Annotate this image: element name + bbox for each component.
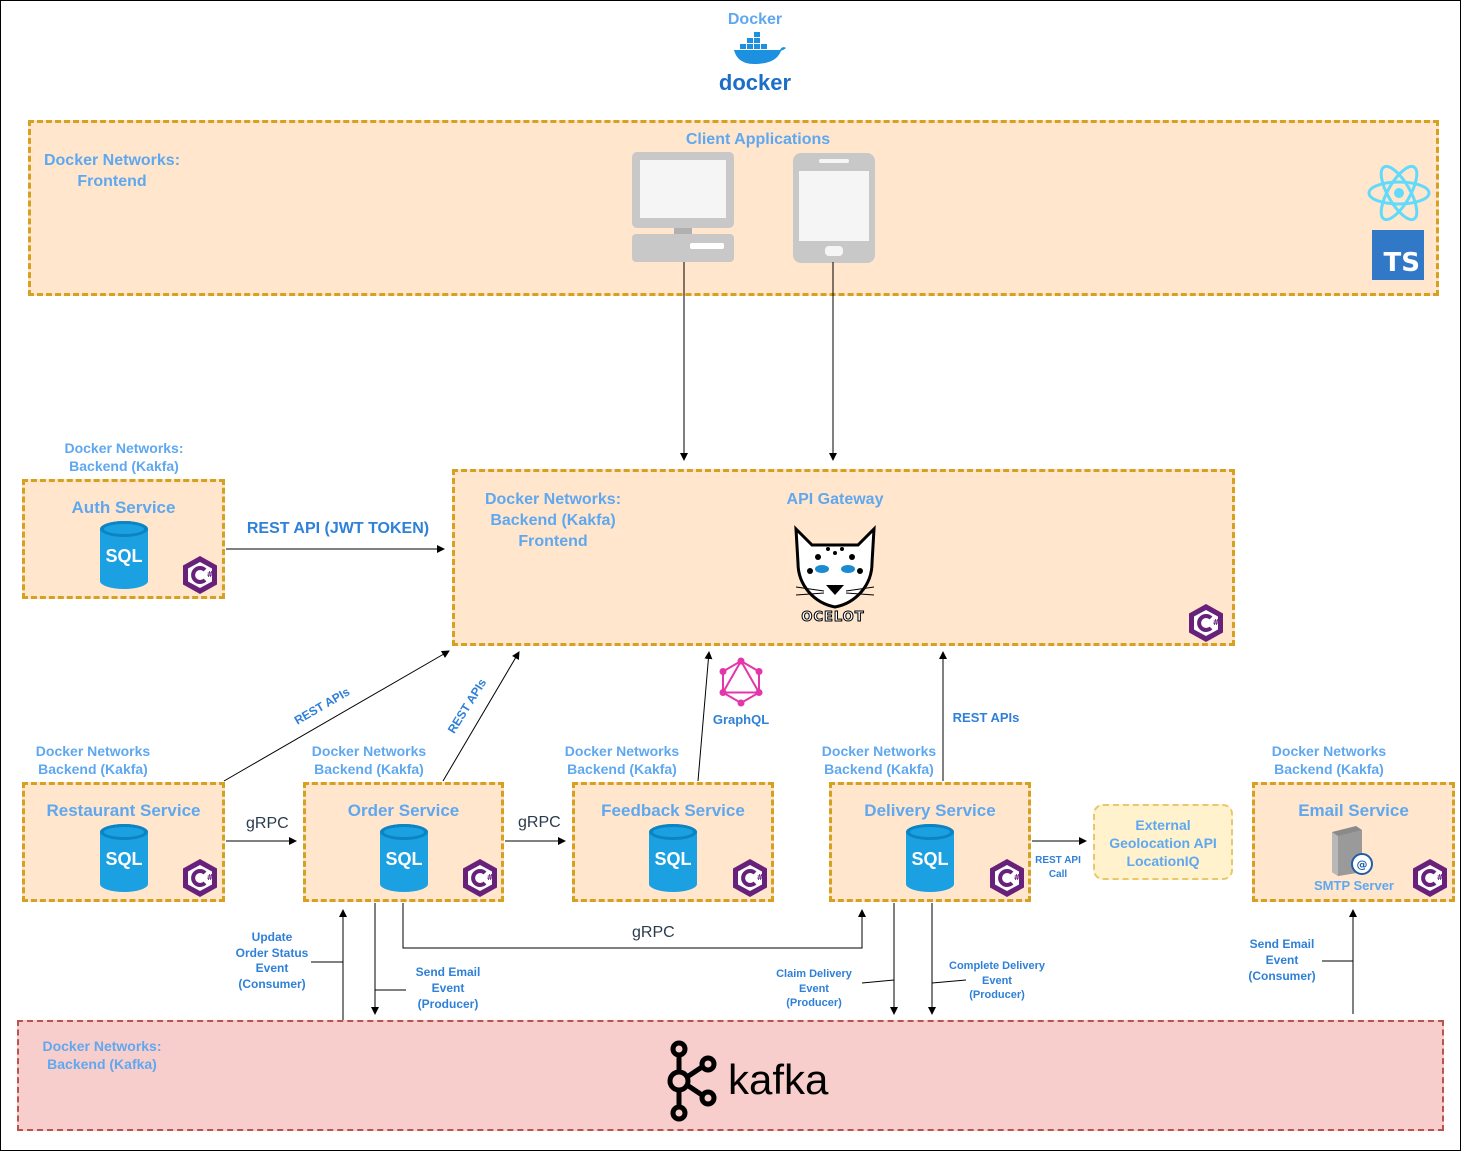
restaurant-service-title: Restaurant Service	[46, 801, 201, 820]
external-geolocation-title: External Geolocation API LocationIQ	[1109, 817, 1217, 869]
feedback-to-gateway-arrow	[697, 651, 713, 782]
kafka-network-label: Docker Networks: Backend (Kafka)	[42, 1038, 162, 1072]
auth-service-title: Auth Service	[71, 498, 176, 517]
restaurant-network-label: Docker Networks Backend (Kakfa)	[35, 743, 151, 777]
send-email-producer-label: Send Email Event (Producer)	[415, 965, 481, 1011]
auth-sql-label: SQL	[105, 546, 143, 566]
feedback-network-label: Docker Networks Backend (Kakfa)	[564, 743, 680, 777]
claim-delivery-label-tick	[861, 979, 895, 984]
order-sql-label: SQL	[385, 849, 423, 869]
auth-rest-api-label: REST API (JWT TOKEN)	[246, 520, 430, 537]
docker-logo-text: docker	[718, 70, 792, 95]
api-gateway-title: API Gateway	[786, 491, 884, 508]
feedback-sql-label: SQL	[654, 849, 692, 869]
smtp-server-label: SMTP Server	[1314, 878, 1394, 893]
restaurant-to-gateway-arrow	[223, 650, 450, 782]
delivery-service-title: Delivery Service	[864, 801, 996, 820]
kafka-logo-icon	[667, 1040, 717, 1122]
client-apps-title: Client Applications	[685, 131, 831, 148]
ocelot-logo-icon	[794, 525, 876, 609]
grpc-order-delivery-label: gRPC	[632, 924, 675, 941]
frontend-network-label: Docker Networks: Frontend	[43, 152, 181, 190]
ocelot-logo-text: OCELOT	[801, 610, 865, 626]
order-sql-database-icon	[380, 824, 428, 892]
typescript-label: TS	[1383, 248, 1420, 278]
grpc-restaurant-order-label: gRPC	[246, 815, 289, 832]
graphql-label: GraphQL	[712, 712, 770, 727]
grpc-order-feedback-label: gRPC	[518, 814, 561, 831]
auth-sql-database-icon	[100, 521, 148, 589]
svg-text:#: #	[207, 570, 214, 579]
email-csharp-icon: #	[1413, 859, 1447, 897]
svg-text:#: #	[1437, 873, 1444, 882]
restaurant-sql-database-icon	[100, 824, 148, 892]
auth-network-label: Docker Networks: Backend (Kakfa)	[64, 440, 184, 474]
feedback-csharp-icon: #	[733, 859, 767, 897]
docker-title: Docker	[727, 11, 783, 28]
svg-text:@: @	[1357, 858, 1368, 871]
update-order-status-label: Update Order Status Event (Consumer)	[235, 930, 309, 991]
mobile-device-icon	[793, 153, 875, 263]
delivery-rest-apis-label: REST APIs	[952, 710, 1020, 725]
desktop-icon	[632, 152, 734, 262]
svg-text:#: #	[757, 873, 764, 882]
svg-text:#: #	[1014, 873, 1021, 882]
complete-delivery-label: Complete Delivery Event (Producer)	[949, 960, 1045, 1001]
kafka-logo-text: kafka	[728, 1056, 829, 1103]
order-csharp-icon: #	[463, 859, 497, 897]
order-to-gateway-arrow	[442, 651, 520, 782]
external-geolocation-box	[1093, 804, 1233, 880]
feedback-service-title: Feedback Service	[601, 801, 745, 820]
delivery-sql-database-icon	[906, 824, 954, 892]
email-network-label: Docker Networks Backend (Kakfa)	[1271, 743, 1387, 777]
claim-delivery-label: Claim Delivery Event (Producer)	[776, 968, 852, 1009]
typescript-icon	[1372, 230, 1424, 280]
restaurant-csharp-icon: #	[183, 859, 217, 897]
kafka-network-zone	[17, 1020, 1444, 1131]
order-service-title: Order Service	[347, 801, 460, 820]
docker-whale-icon	[734, 32, 786, 64]
svg-text:#: #	[207, 873, 214, 882]
delivery-network-label: Docker Networks Backend (Kakfa)	[821, 743, 937, 777]
order-network-label: Docker Networks Backend (Kakfa)	[311, 743, 427, 777]
delivery-sql-label: SQL	[911, 849, 949, 869]
send-email-consumer-label: Send Email Event (Consumer)	[1248, 937, 1316, 983]
delivery-csharp-icon: #	[990, 859, 1024, 897]
complete-delivery-label-tick	[931, 979, 967, 984]
feedback-sql-database-icon	[649, 824, 697, 892]
email-service-title: Email Service	[1298, 801, 1409, 820]
svg-text:#: #	[1213, 618, 1220, 627]
restaurant-sql-label: SQL	[105, 849, 143, 869]
order-to-delivery-grpc-arrow	[402, 903, 866, 949]
react-icon	[1367, 164, 1431, 222]
smtp-server-icon: @	[1332, 826, 1373, 876]
graphql-icon	[719, 657, 763, 707]
rest-api-call-label: REST API Call	[1035, 855, 1081, 880]
gateway-network-label: Docker Networks: Backend (Kakfa) Fronten…	[484, 491, 622, 550]
gateway-csharp-icon: #	[1189, 604, 1223, 642]
svg-text:#: #	[487, 873, 494, 882]
auth-csharp-icon: #	[183, 556, 217, 594]
